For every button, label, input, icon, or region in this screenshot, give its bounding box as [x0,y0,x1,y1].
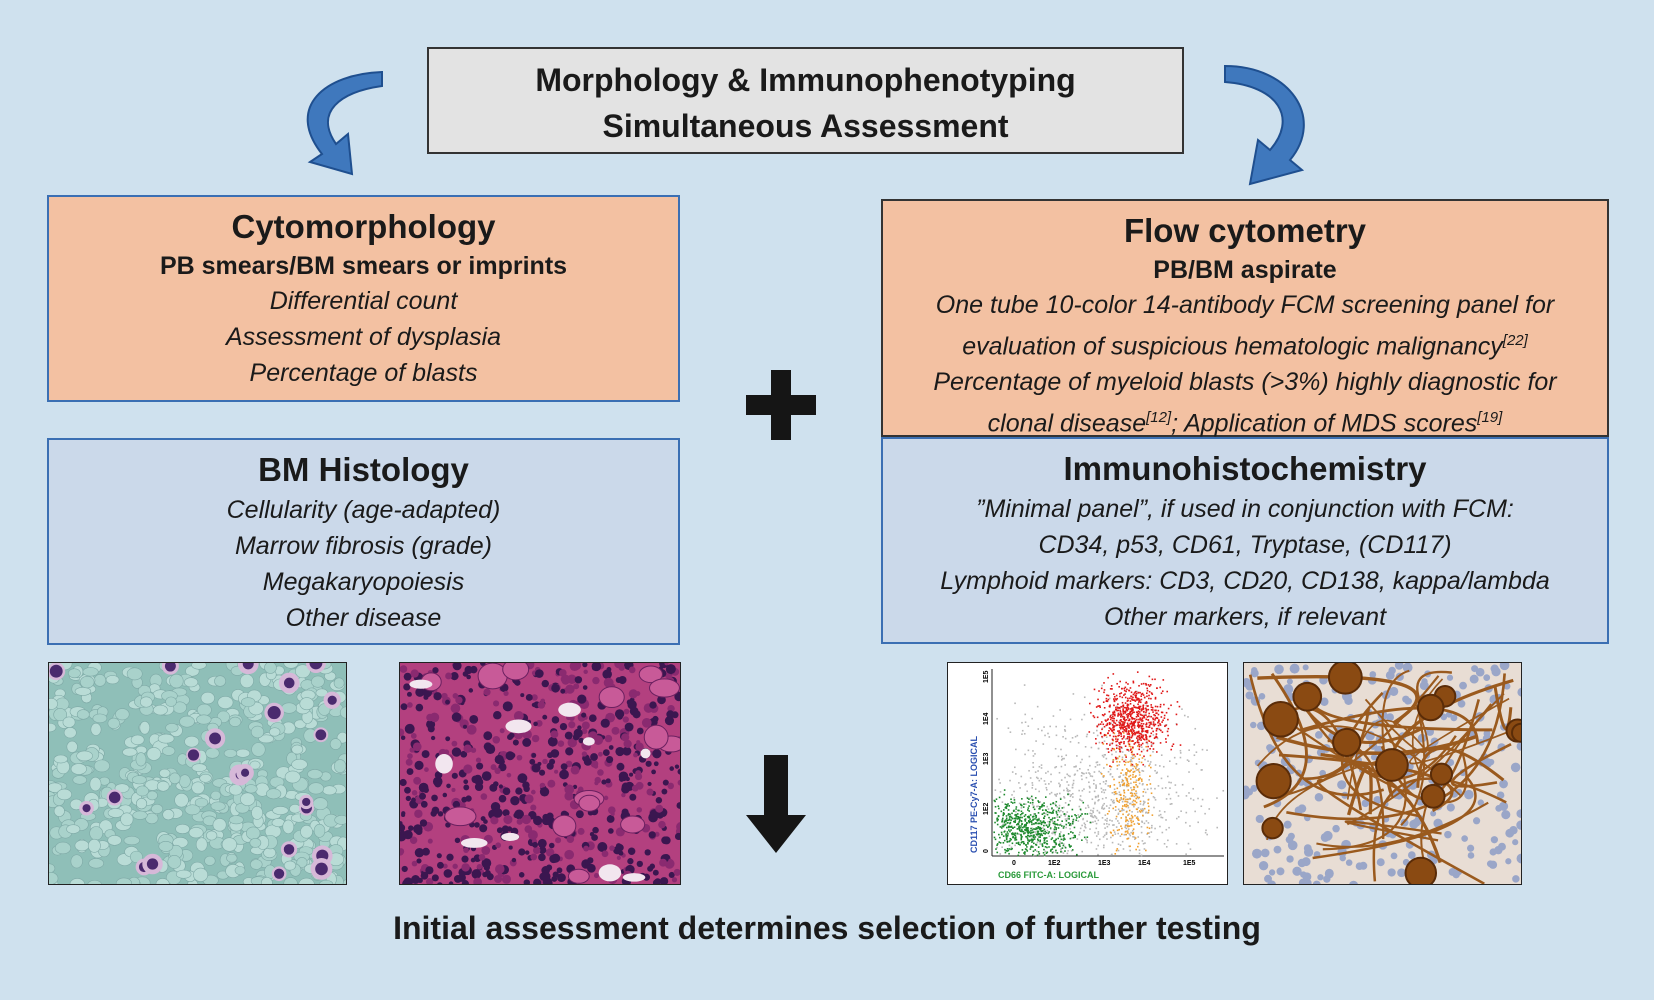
flow-heading: Flow cytometry [1123,212,1367,249]
cytomorphology-item: Percentage of blasts [249,359,478,387]
title-box: Morphology & Immunophenotyping Simultane… [427,47,1184,154]
immunohistochemistry-image [1243,662,1522,885]
plot-xtick: 1E4 [1138,860,1151,867]
cytomorphology-item: Assessment of dysplasia [225,323,502,351]
flow-line-text: clonal disease [987,409,1147,438]
histology-item: Megakaryopoiesis [262,568,465,596]
plot-xtick: 0 [1012,860,1016,867]
down-arrow-icon [746,755,806,853]
ihc-item: ”Minimal panel”, if used in conjunction … [976,495,1514,523]
flow-reference: [19] [1477,409,1503,427]
flow-line: clonal disease[12]; Application of MDS s… [883,400,1607,441]
plot-xlabel: CD66 FITC-A: LOGICAL [998,870,1099,880]
ihc-item: CD34, p53, CD61, Tryptase, (CD117) [1038,531,1452,559]
cytomorphology-box: Cytomorphology PB smears/BM smears or im… [47,195,680,402]
title-line-2: Simultaneous Assessment [602,108,1009,144]
footer-text: Initial assessment determines selection … [393,910,1261,946]
flow-line: One tube 10-color 14-antibody FCM screen… [935,291,1555,319]
histology-item: Cellularity (age-adapted) [226,496,501,524]
cytomorphology-subheading: PB smears/BM smears or imprints [159,252,568,280]
flow-cytometry-plot: CD117 PE-Cy7-A: LOGICAL CD66 FITC-A: LOG… [947,662,1228,885]
flow-reference: [22] [1502,332,1528,349]
plot-xtick: 1E2 [1048,860,1061,867]
plot-ytick: 1E5 [983,670,990,683]
plot-ytick: 0 [983,849,990,853]
plot-xtick: 1E5 [1183,860,1196,867]
plot-ylabel: CD117 PE-Cy7-A: LOGICAL [969,735,979,853]
plot-xtick: 1E3 [1098,860,1111,867]
bm-smear-image [48,662,347,885]
ihc-item: Lymphoid markers: CD3, CD20, CD138, kapp… [940,567,1550,595]
title-line-1: Morphology & Immunophenotyping [535,62,1076,98]
histology-heading: BM Histology [258,451,469,488]
immunohistochemistry-box: Immunohistochemistry ”Minimal panel”, if… [881,437,1609,644]
flow-line-text: evaluation of suspicious hematologic mal… [962,332,1503,361]
flow-subheading: PB/BM aspirate [1153,256,1337,284]
plot-ytick: 1E4 [983,712,990,725]
flow-line: evaluation of suspicious hematologic mal… [883,323,1607,364]
plot-ytick: 1E2 [983,802,990,815]
flow-cytometry-box: Flow cytometry PB/BM aspirate One tube 1… [881,199,1609,438]
histology-box: BM Histology Cellularity (age-adapted) M… [47,438,680,645]
cytomorphology-item: Differential count [269,287,458,315]
curved-arrow-right-icon [1224,64,1305,186]
flow-line: Percentage of myeloid blasts (>3%) highl… [933,368,1557,397]
flow-reference: [12] [1146,409,1172,427]
bm-histology-image [399,662,681,885]
flow-line-text: ; Application of MDS scores [1171,409,1478,438]
histology-item: Other disease [285,604,442,632]
plot-ytick: 1E3 [983,752,990,765]
histology-item: Marrow fibrosis (grade) [234,532,492,560]
cytomorphology-heading: Cytomorphology [231,208,496,245]
plus-icon [746,370,816,440]
curved-arrow-left-icon [306,70,383,176]
ihc-heading: Immunohistochemistry [1063,450,1427,487]
ihc-item: Other markers, if relevant [1103,603,1387,631]
